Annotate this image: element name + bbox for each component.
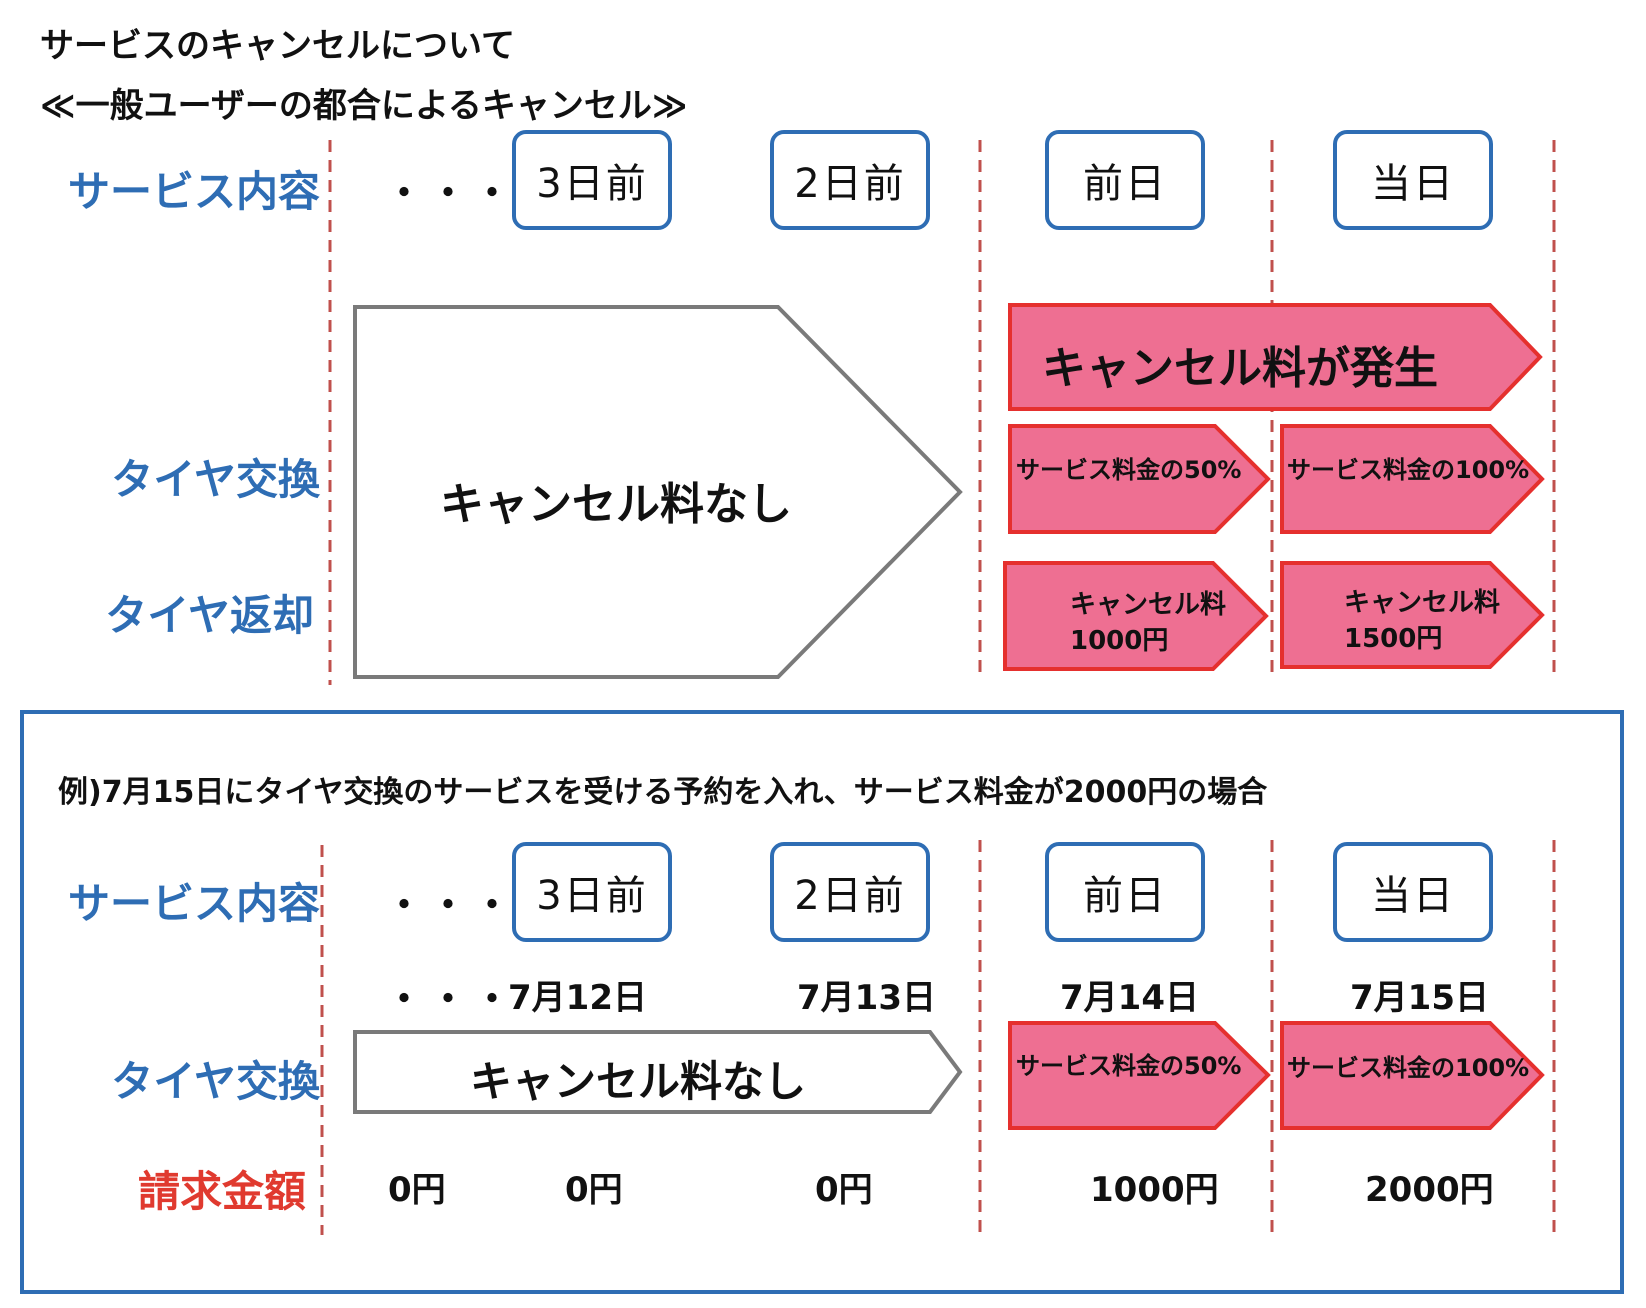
top-row-label-tire-change: タイヤ交換 <box>111 455 320 504</box>
example-day-same: 当日 <box>1333 842 1493 942</box>
top-change-same-arrow <box>1280 424 1545 534</box>
top-fee-occurs-arrow <box>1008 303 1543 411</box>
top-dots: ・・・ <box>385 171 518 215</box>
example-no-fee-label: キャンセル料なし <box>470 1057 807 1106</box>
top-return-same-arrow <box>1280 561 1545 669</box>
example-change-prev-label: サービス料金の50% <box>1016 1052 1242 1080</box>
top-return-prev-arrow <box>1003 561 1269 671</box>
top-day-2-before: 2日前 <box>770 130 930 230</box>
example-row-label-service: サービス内容 <box>67 879 320 928</box>
example-heading: 例)7月15日にタイヤ交換のサービスを受ける予約を入れ、サービス料金が2000円… <box>58 775 1268 810</box>
example-date-14: 7月14日 <box>1060 978 1199 1018</box>
example-dividers <box>320 840 1556 1235</box>
top-change-prev-arrow <box>1008 424 1271 534</box>
top-return-same-line1: キャンセル料 <box>1344 588 1501 618</box>
example-day-2-before: 2日前 <box>770 842 930 942</box>
example-dots: ・・・ <box>385 883 518 927</box>
example-amount-3: 1000円 <box>1090 1170 1219 1210</box>
example-amount-2: 0円 <box>815 1170 873 1210</box>
example-day-prev: 前日 <box>1045 842 1205 942</box>
page-title: サービスのキャンセルについて <box>40 26 515 66</box>
example-date-15: 7月15日 <box>1350 978 1489 1018</box>
example-date-12: 7月12日 <box>508 978 647 1018</box>
top-no-fee-arrow <box>353 305 963 679</box>
top-fee-occurs-label: キャンセル料が発生 <box>1042 343 1438 394</box>
top-row-label-tire-return: タイヤ返却 <box>105 591 314 640</box>
example-date-13: 7月13日 <box>797 978 936 1018</box>
example-dates-dots: ・・・ <box>385 977 518 1021</box>
example-row-label-billing: 請求金額 <box>137 1167 306 1216</box>
example-amount-4: 2000円 <box>1365 1170 1494 1210</box>
top-change-prev-label: サービス料金の50% <box>1016 456 1242 484</box>
top-return-same-line2: 1500円 <box>1344 624 1443 654</box>
top-day-same: 当日 <box>1333 130 1493 230</box>
example-row-label-tire-change: タイヤ交換 <box>111 1057 320 1106</box>
example-change-same-label: サービス料金の100% <box>1287 1054 1530 1082</box>
example-day-3-before: 3日前 <box>512 842 672 942</box>
top-day-3-before: 3日前 <box>512 130 672 230</box>
example-panel <box>20 710 1624 1294</box>
top-return-prev-line2: 1000円 <box>1070 626 1169 656</box>
page-subtitle: ≪一般ユーザーの都合によるキャンセル≫ <box>40 86 688 126</box>
example-no-fee-arrow <box>353 1030 963 1114</box>
example-change-prev-arrow <box>1008 1021 1271 1130</box>
top-day-prev: 前日 <box>1045 130 1205 230</box>
example-change-same-arrow <box>1280 1021 1545 1130</box>
top-change-same-label: サービス料金の100% <box>1287 456 1530 484</box>
top-row-label-service: サービス内容 <box>67 167 320 216</box>
example-amount-1: 0円 <box>565 1170 623 1210</box>
example-amount-0: 0円 <box>388 1170 446 1210</box>
top-return-prev-line1: キャンセル料 <box>1070 590 1227 620</box>
top-no-fee-label: キャンセル料なし <box>440 479 792 530</box>
